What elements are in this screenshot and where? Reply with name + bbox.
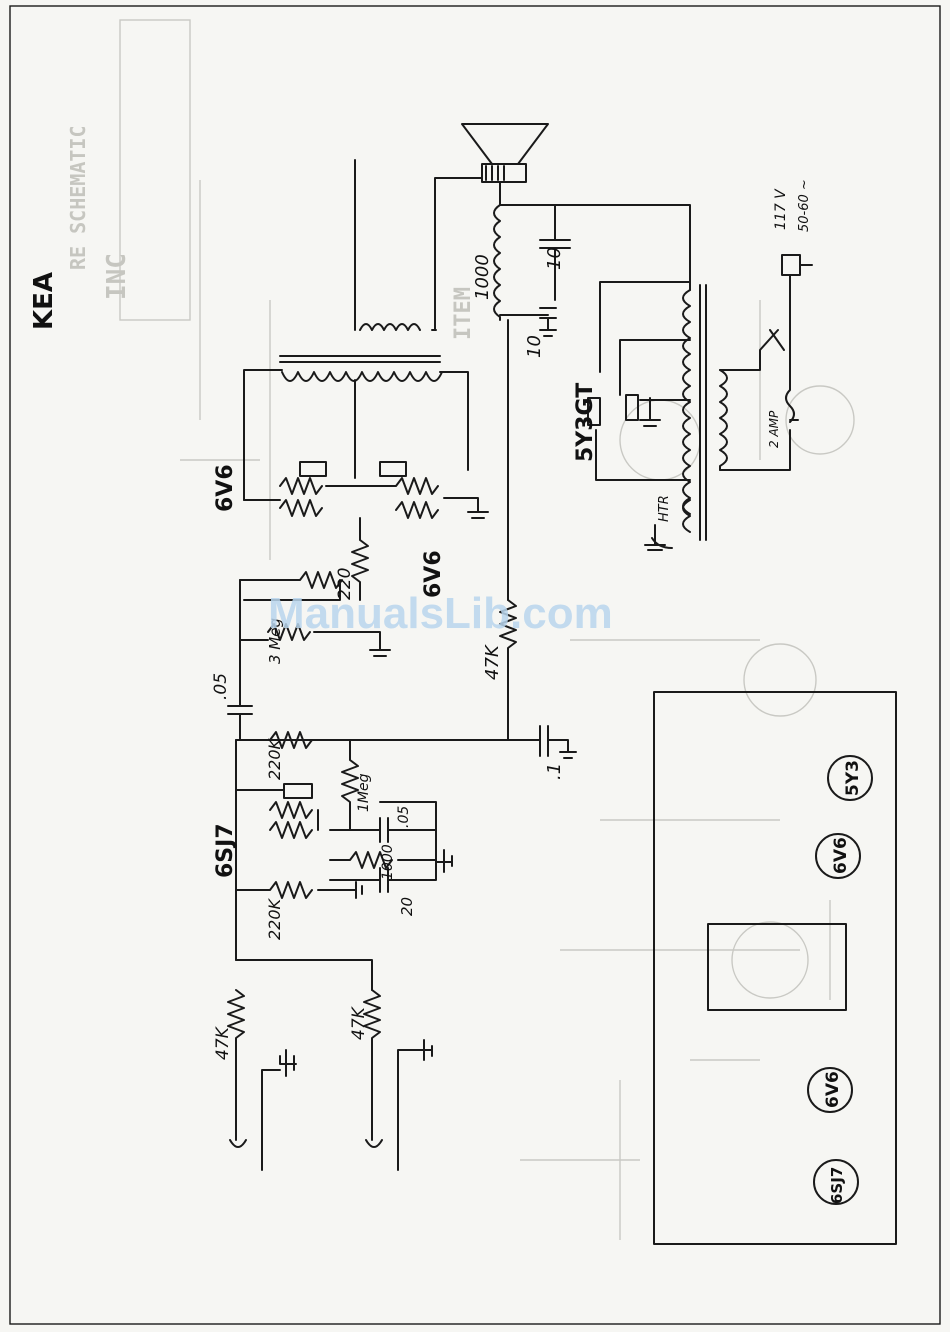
svg-text:117 V: 117 V [773, 188, 789, 230]
speaker-icon [462, 124, 548, 182]
svg-text:6SJ7: 6SJ7 [213, 823, 238, 878]
page-title: KEA [29, 272, 59, 330]
svg-text:1Meg: 1Meg [356, 773, 372, 812]
svg-text:2 AMP: 2 AMP [767, 410, 781, 448]
svg-text:6V6: 6V6 [823, 1071, 843, 1108]
svg-text:.05: .05 [396, 806, 412, 828]
watermark: ManualsLib.com [268, 589, 613, 638]
svg-text:220K: 220K [265, 737, 284, 780]
svg-text:INC: INC [102, 253, 132, 300]
svg-text:1000: 1000 [472, 254, 493, 300]
svg-text:50-60 ~: 50-60 ~ [797, 179, 812, 232]
output-transformer [244, 160, 482, 500]
svg-text:10: 10 [544, 247, 565, 270]
svg-text:220K: 220K [265, 897, 284, 940]
svg-text:HTR: HTR [657, 495, 672, 522]
input-jacks [228, 960, 432, 1170]
svg-text:6SJ7: 6SJ7 [828, 1167, 846, 1204]
svg-text:1000: 1000 [380, 844, 396, 880]
svg-text:10: 10 [524, 335, 545, 358]
svg-text:20: 20 [398, 897, 416, 916]
svg-text:KEA: KEA [29, 272, 59, 330]
svg-text:.1: .1 [544, 763, 565, 780]
svg-text:47K: 47K [349, 1005, 369, 1040]
svg-text:6V6: 6V6 [213, 464, 238, 512]
svg-text:47K: 47K [482, 644, 503, 680]
svg-text:5Y3: 5Y3 [843, 760, 863, 796]
coupling-capacitor [228, 640, 252, 740]
svg-text:6V6: 6V6 [831, 837, 851, 874]
svg-text:5Y3GT: 5Y3GT [573, 383, 598, 462]
power-transformer [588, 255, 812, 550]
svg-text:.05: .05 [211, 673, 231, 700]
svg-text:RE SCHEMATIC: RE SCHEMATIC [66, 126, 90, 271]
svg-text:47K: 47K [213, 1025, 233, 1060]
